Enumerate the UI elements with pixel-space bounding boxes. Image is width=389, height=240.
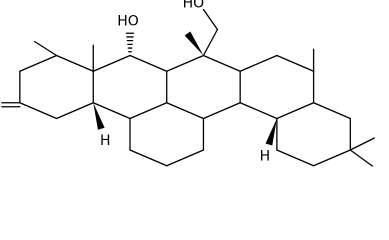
methyl-bond [33,40,58,57]
hydrogen-label-left: H [100,133,111,149]
hydroxyl-label-ring: HO [117,14,139,30]
ring-b-bond [129,54,168,72]
ring-e-bond [312,102,351,120]
hydroxyl-label-chain: HO [183,0,205,12]
ring-d-bond [202,54,241,72]
ring-e-bond [276,102,315,120]
molecule-drawing: OHOHOHH [1,0,375,167]
ring-c-bond [129,149,168,167]
structure-diagram: OHOHOHH [1,0,375,167]
ring-d-bond [166,54,205,72]
ring-d-bond [276,54,315,72]
methyl-wedge [184,31,204,56]
ring-a-bond [55,54,94,72]
methyl-bond [349,137,375,151]
ring-e-bond [239,102,278,120]
ring-d-bond [202,102,241,120]
ring-c-bond [166,102,205,120]
ring-e-bond [312,149,351,167]
hydroxymethyl-bond [202,8,219,31]
ring-b-bond [92,54,131,72]
ring-e-bond [276,149,315,167]
ring-a-bond [19,102,58,120]
ring-a-bond [55,102,94,120]
hydrogen-wedge-left [93,102,105,130]
ring-d-bond [239,54,278,72]
ch2-bond [202,28,219,57]
ring-c-bond [166,149,205,167]
ring-a-bond [19,54,58,72]
hydrogen-label-right: H [260,149,271,165]
ring-b-bond [129,102,168,120]
ring-b-bond [92,102,131,120]
methyl-bond [349,149,373,167]
hydrogen-wedge-right [265,118,277,146]
